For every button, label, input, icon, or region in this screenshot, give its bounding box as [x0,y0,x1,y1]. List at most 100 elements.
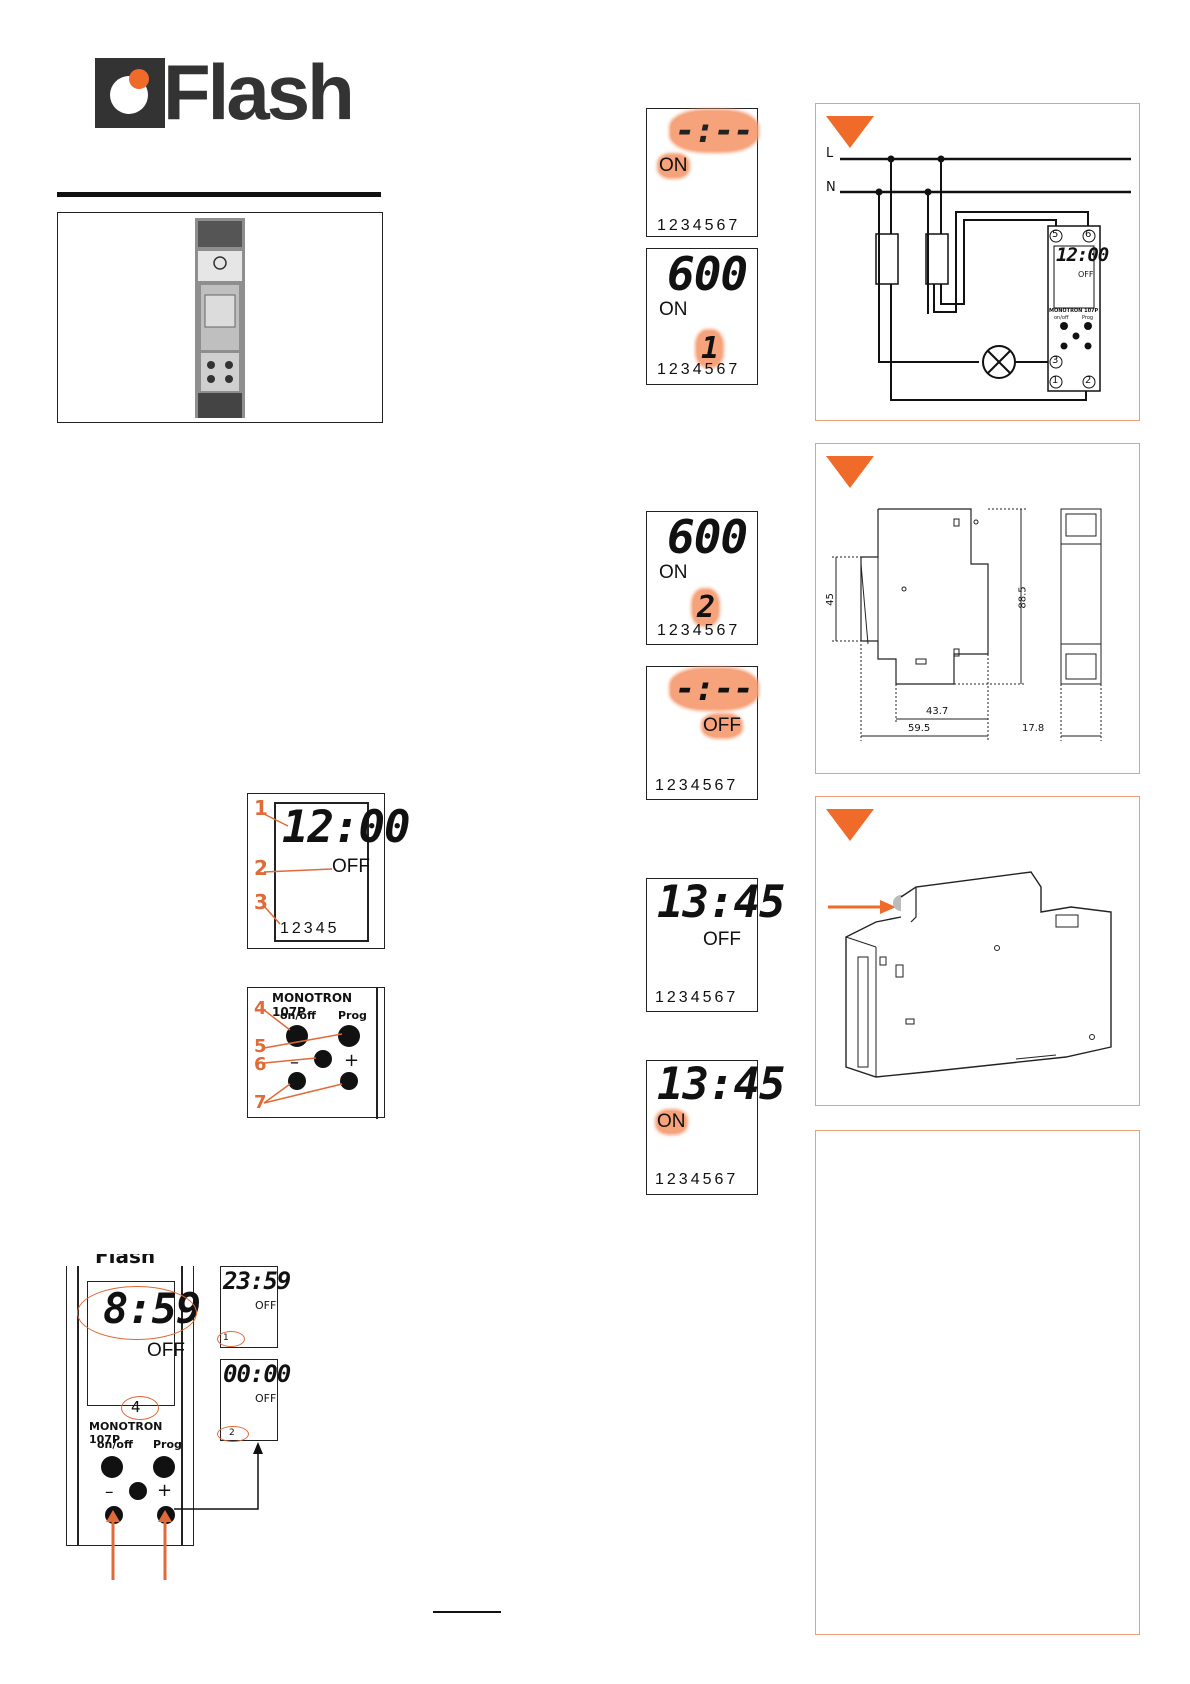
keypad-model: MONOTRON 107P [272,991,353,1019]
callout-5: 5 [254,1036,267,1057]
lcd-2-state: ON [659,299,688,320]
lcd-step-2: 600 ON 1 1234567 [646,247,758,385]
product-photo [195,218,245,418]
terminal-1: 1 [1052,375,1059,386]
setting-onoff-label: on/off [97,1438,133,1451]
mini-1-time: 23:59 [223,1267,291,1295]
lcd-step-6: 13:45 ON 1234567 [646,1059,785,1195]
mini-2-time: 00:00 [223,1360,291,1388]
product-photo-frame [57,212,383,423]
notes-panel [815,1130,1140,1635]
lcd-step-3: 600 ON 2 1234567 [646,510,758,645]
setting-time-highlight [77,1286,197,1340]
dim-88-5: 88.5 [1017,586,1029,609]
setting-day-highlight [121,1396,159,1420]
wiring-schematic [840,155,1131,401]
lcd-2-digit: 1 [697,331,723,366]
callout-2: 2 [254,856,268,880]
lcd-2-time: 600 [667,247,748,301]
lcd-6-state: ON [657,1111,686,1133]
dim-43-7: 43.7 [926,706,949,717]
wire-label-N: N [826,180,836,195]
lcd-3-digit: 2 [693,590,719,625]
prog-button[interactable] [338,1025,360,1047]
setting-arrows [106,1442,263,1580]
lcd-1-state: ON [659,155,688,177]
display-days: 12345 [280,920,340,937]
display-time: 12:00 [282,802,410,853]
mounting-panel [815,796,1140,1106]
keypad-onoff-label: on/off [280,1009,316,1022]
callout-6: 6 [254,1054,267,1075]
wire-label-L: L [826,146,834,161]
lcd-4-state: OFF [703,715,741,737]
setting-model: MONOTRON 107P [89,1420,163,1446]
wiring-marker-icon [826,116,874,148]
lcd-3-days: 1234567 [657,622,741,639]
lcd-4-time: -:-- [671,669,757,709]
dimensions-marker-icon [826,456,874,488]
brand-name: Flash [163,48,355,136]
wiring-device-time: 12:00 [1056,244,1109,266]
mounting-marker-icon [826,809,874,841]
dim-45: 45 [824,593,836,606]
minus-button[interactable] [288,1072,306,1090]
lcd-3-time: 600 [667,510,748,564]
rail-mount-drawing [828,871,1112,1078]
setting-plus-label: + [157,1480,173,1501]
display-state: OFF [332,856,370,877]
lcd-step-1: -:-- ON 1234567 [646,108,758,237]
lcd-3-state: ON [659,562,688,583]
plus-button[interactable] [340,1072,358,1090]
lcd-5-state: OFF [703,929,741,950]
lcd-4-days: 1234567 [655,777,739,794]
callout-7: 7 [254,1092,267,1113]
lcd-6-time: 13:45 [657,1059,785,1110]
footer-rule [433,1611,501,1613]
terminal-6: 6 [1085,229,1092,240]
setting-prog-button[interactable] [153,1456,175,1478]
terminal-3: 3 [1052,355,1059,366]
setting-panel: Flash 8:59 OFF 4 MONOTRON 107P on/off Pr… [66,1254,201,1546]
wiring-device-model: MONOTRON 107P [1049,308,1099,314]
brand-logo: Flash [95,48,355,136]
dim-17-8: 17.8 [1022,723,1045,734]
mini-display-2: 00:00 OFF 2 [217,1359,291,1442]
lcd-1-time: -:-- [671,111,757,151]
keypad-prog-label: Prog [338,1009,367,1022]
lcd-2-days: 1234567 [657,361,741,378]
setting-brand-fragment: Flash [95,1254,156,1266]
keypad-diagram: MONOTRON 107P on/off Prog – + 4 5 6 7 [247,987,385,1119]
wiring-device-onoff: on/off [1054,315,1069,321]
lcd-step-4: -:-- OFF 1234567 [646,666,758,800]
lcd-6-days: 1234567 [655,1171,739,1188]
flash-logo-icon [95,58,165,128]
dimensions-panel: 45 88.5 43.7 59.5 17.8 [815,443,1140,774]
keypad-callout-lines [263,1009,343,1104]
setting-prog-label: Prog [153,1438,182,1451]
lcd-step-5: 13:45 OFF 1234567 [646,877,785,1012]
mini-2-state: OFF [255,1392,277,1405]
setting-center-button[interactable] [129,1482,147,1500]
center-button[interactable] [314,1050,332,1068]
lcd-1-days: 1234567 [657,217,741,234]
wiring-panel: L N 5 6 3 1 2 12:00 OFF MONOTRON 107P on… [815,103,1140,421]
setting-minus-label: – [105,1482,114,1502]
wiring-device-prog: Prog [1082,315,1094,321]
dim-59-5: 59.5 [908,723,931,734]
dimensions-drawing [832,508,1102,741]
callout-4: 4 [254,998,267,1019]
display-diagram: 12:00 OFF 12345 1 2 3 [247,793,410,949]
keypad-minus-label: – [290,1052,299,1073]
wiring-device-state: OFF [1078,270,1094,279]
lcd-5-time: 13:45 [657,877,785,928]
setting-state: OFF [147,1340,185,1361]
setting-onoff-button[interactable] [101,1456,123,1478]
lcd-5-days: 1234567 [655,989,739,1006]
callout-3: 3 [254,890,268,914]
callout-lines [263,813,333,925]
mini-display-1: 23:59 OFF 1 [217,1266,291,1348]
callout-1: 1 [254,796,268,820]
keypad-plus-label: + [344,1050,360,1071]
mini-1-state: OFF [255,1299,277,1312]
